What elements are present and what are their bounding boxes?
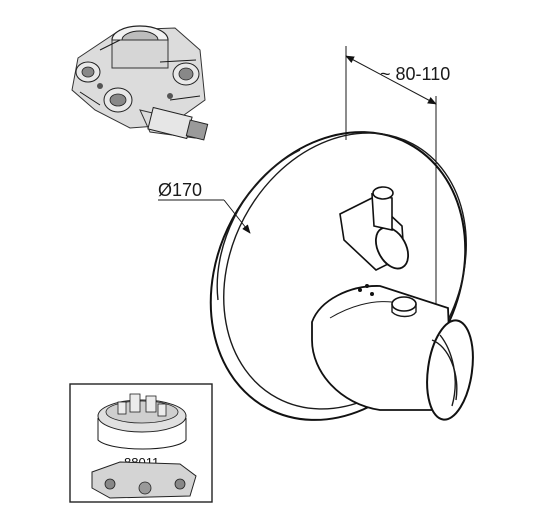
diverter-knob <box>339 186 410 271</box>
thermostat-handle <box>311 284 474 421</box>
diameter-dimension: Ø170 <box>158 180 251 234</box>
diameter-label: Ø170 <box>158 180 202 200</box>
escutcheon-plate <box>209 131 467 421</box>
projection-dimension: ~ 80-110 <box>345 46 450 330</box>
projection-label: ~ 80-110 <box>380 64 450 84</box>
inset-panel: 88011 <box>69 383 213 503</box>
projection-dimension-line <box>345 55 437 105</box>
diameter-leader-arrow <box>223 199 251 234</box>
valve-body-illustration <box>71 25 209 141</box>
